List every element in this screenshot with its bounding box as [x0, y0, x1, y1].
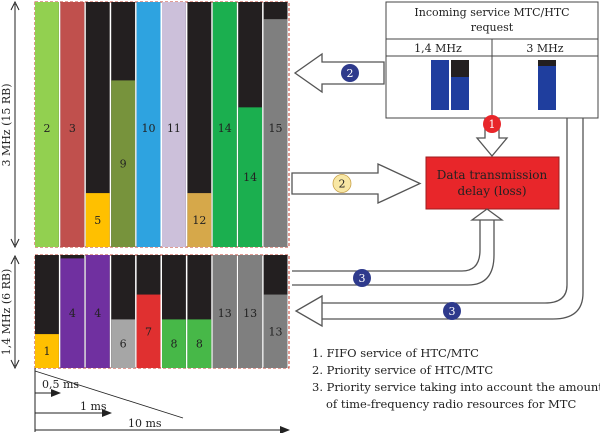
curve-request-to-lower-head	[294, 294, 323, 328]
legend-item-3-line2: of time-frequency radio resources for MT…	[326, 397, 577, 411]
legend: 1. FIFO service of HTC/MTC 2. Priority s…	[312, 345, 600, 413]
lower-dimension-arrowhead-top	[10, 254, 20, 265]
big-arrow-request-to-upper	[293, 52, 385, 94]
marker-3-upper	[353, 269, 371, 287]
lower-column-8-label: 13	[218, 307, 232, 320]
marker-2-upper	[341, 64, 359, 82]
legend-item-1: 1. FIFO service of HTC/MTC	[312, 346, 479, 360]
delay-box-line1: Data transmission	[437, 168, 548, 182]
upper-column-2-label: 3	[69, 122, 76, 135]
upper-column-3-background	[85, 2, 110, 247]
lower-column-9-fill	[238, 255, 263, 368]
curve-request-to-lower-outer	[320, 118, 568, 304]
big-arrow-upper-to-delay	[291, 162, 422, 205]
lower-column-9-label: 13	[243, 307, 257, 320]
lower-column-3-label: 4	[94, 307, 101, 320]
upper-column-6-fill	[162, 2, 186, 247]
lower-column-6-label: 8	[170, 338, 177, 351]
marker-2-upper-label: 2	[347, 67, 354, 80]
time-diagonal-line	[34, 370, 184, 419]
request-col2-label: 3 MHz	[526, 42, 563, 55]
lower-column-1-label: 1	[43, 345, 50, 358]
lower-column-8-fill	[212, 255, 237, 368]
lower-column-5-label: 7	[145, 325, 152, 338]
lower-column-10-fill	[263, 294, 288, 368]
upper-column-7-background	[187, 2, 212, 247]
upper-column-8-fill	[212, 2, 237, 247]
lower-dimension-arrowhead-bottom	[10, 359, 20, 370]
upper-column-4-fill	[111, 80, 136, 248]
upper-dimension-arrowhead-top	[10, 0, 20, 11]
upper-column-4-label: 9	[120, 158, 127, 171]
lower-column-2-label: 4	[69, 307, 76, 320]
request-col1-label: 1,4 MHz	[414, 42, 462, 55]
upper-column-2-fill	[60, 2, 85, 247]
lower-column-10-label: 13	[269, 325, 283, 338]
marker-3-upper-label: 3	[359, 272, 366, 285]
lower-column-5-fill	[136, 294, 161, 368]
upper-column-1-fill	[35, 2, 59, 247]
upper-band-label: 3 MHz (15 RB)	[0, 83, 13, 166]
marker-1-label: 1	[489, 118, 496, 131]
mini-bar-3-fill	[538, 66, 556, 110]
lower-column-4-label: 6	[120, 338, 127, 351]
upper-dimension-arrowhead-bottom	[10, 238, 20, 249]
t1-label: 0,5 ms	[42, 378, 79, 391]
marker-1	[483, 115, 501, 133]
marker-2-lower-label: 2	[339, 178, 346, 191]
curve-lower-to-delay-inner	[292, 218, 495, 286]
lower-column-3-fill	[85, 255, 110, 368]
upper-column-3-label: 5	[94, 214, 101, 227]
curve-request-to-lower-inner	[320, 118, 584, 320]
lower-column-2-fill	[60, 258, 85, 368]
lower-column-7-label: 8	[196, 338, 203, 351]
curve-lower-to-delay-head	[470, 208, 504, 221]
upper-column-10-fill	[263, 19, 288, 248]
t3-label: 10 ms	[128, 417, 162, 430]
upper-column-1-label: 2	[43, 122, 50, 135]
mini-bar-2-fill	[451, 77, 469, 110]
lower-band-columns: 1 4 4 6 7 8 8 13 13 13	[35, 255, 288, 368]
delay-box-line2: delay (loss)	[457, 184, 526, 198]
curve-lower-to-delay-outer	[292, 218, 481, 272]
lower-column-1-fill	[35, 334, 59, 368]
upper-column-9-label: 14	[243, 171, 257, 184]
request-box-title-line1: Incoming service MTC/HTC	[414, 6, 569, 19]
upper-column-5-fill	[136, 2, 161, 247]
legend-item-2: 2. Priority service of HTC/MTC	[312, 363, 494, 377]
upper-column-7-fill	[187, 193, 212, 247]
request-box-title-line2: request	[471, 21, 514, 34]
delay-box	[425, 156, 560, 210]
upper-column-5-label: 10	[142, 122, 156, 135]
upper-column-6-label: 11	[167, 122, 181, 135]
upper-column-9-fill	[238, 107, 263, 247]
lower-column-6-fill	[162, 319, 186, 368]
t2-label: 1 ms	[80, 400, 107, 413]
upper-column-3-fill	[85, 193, 110, 247]
lower-column-7-fill	[187, 319, 212, 368]
upper-column-7-label: 12	[192, 214, 206, 227]
lower-band-label: 1,4 MHz (6 RB)	[0, 269, 13, 356]
upper-band-columns: 2 3 5 9 10 11 12 14 14 15	[35, 2, 288, 248]
mini-bar-1	[431, 60, 449, 110]
lower-column-4-fill	[111, 319, 136, 368]
legend-item-3-line1: 3. Priority service taking into account …	[312, 380, 600, 394]
marker-2-lower	[332, 174, 352, 193]
marker-3-lower-label: 3	[449, 305, 456, 318]
marker-3-lower	[443, 302, 461, 320]
upper-column-8-label: 14	[218, 122, 232, 135]
upper-column-10-label: 15	[269, 122, 283, 135]
